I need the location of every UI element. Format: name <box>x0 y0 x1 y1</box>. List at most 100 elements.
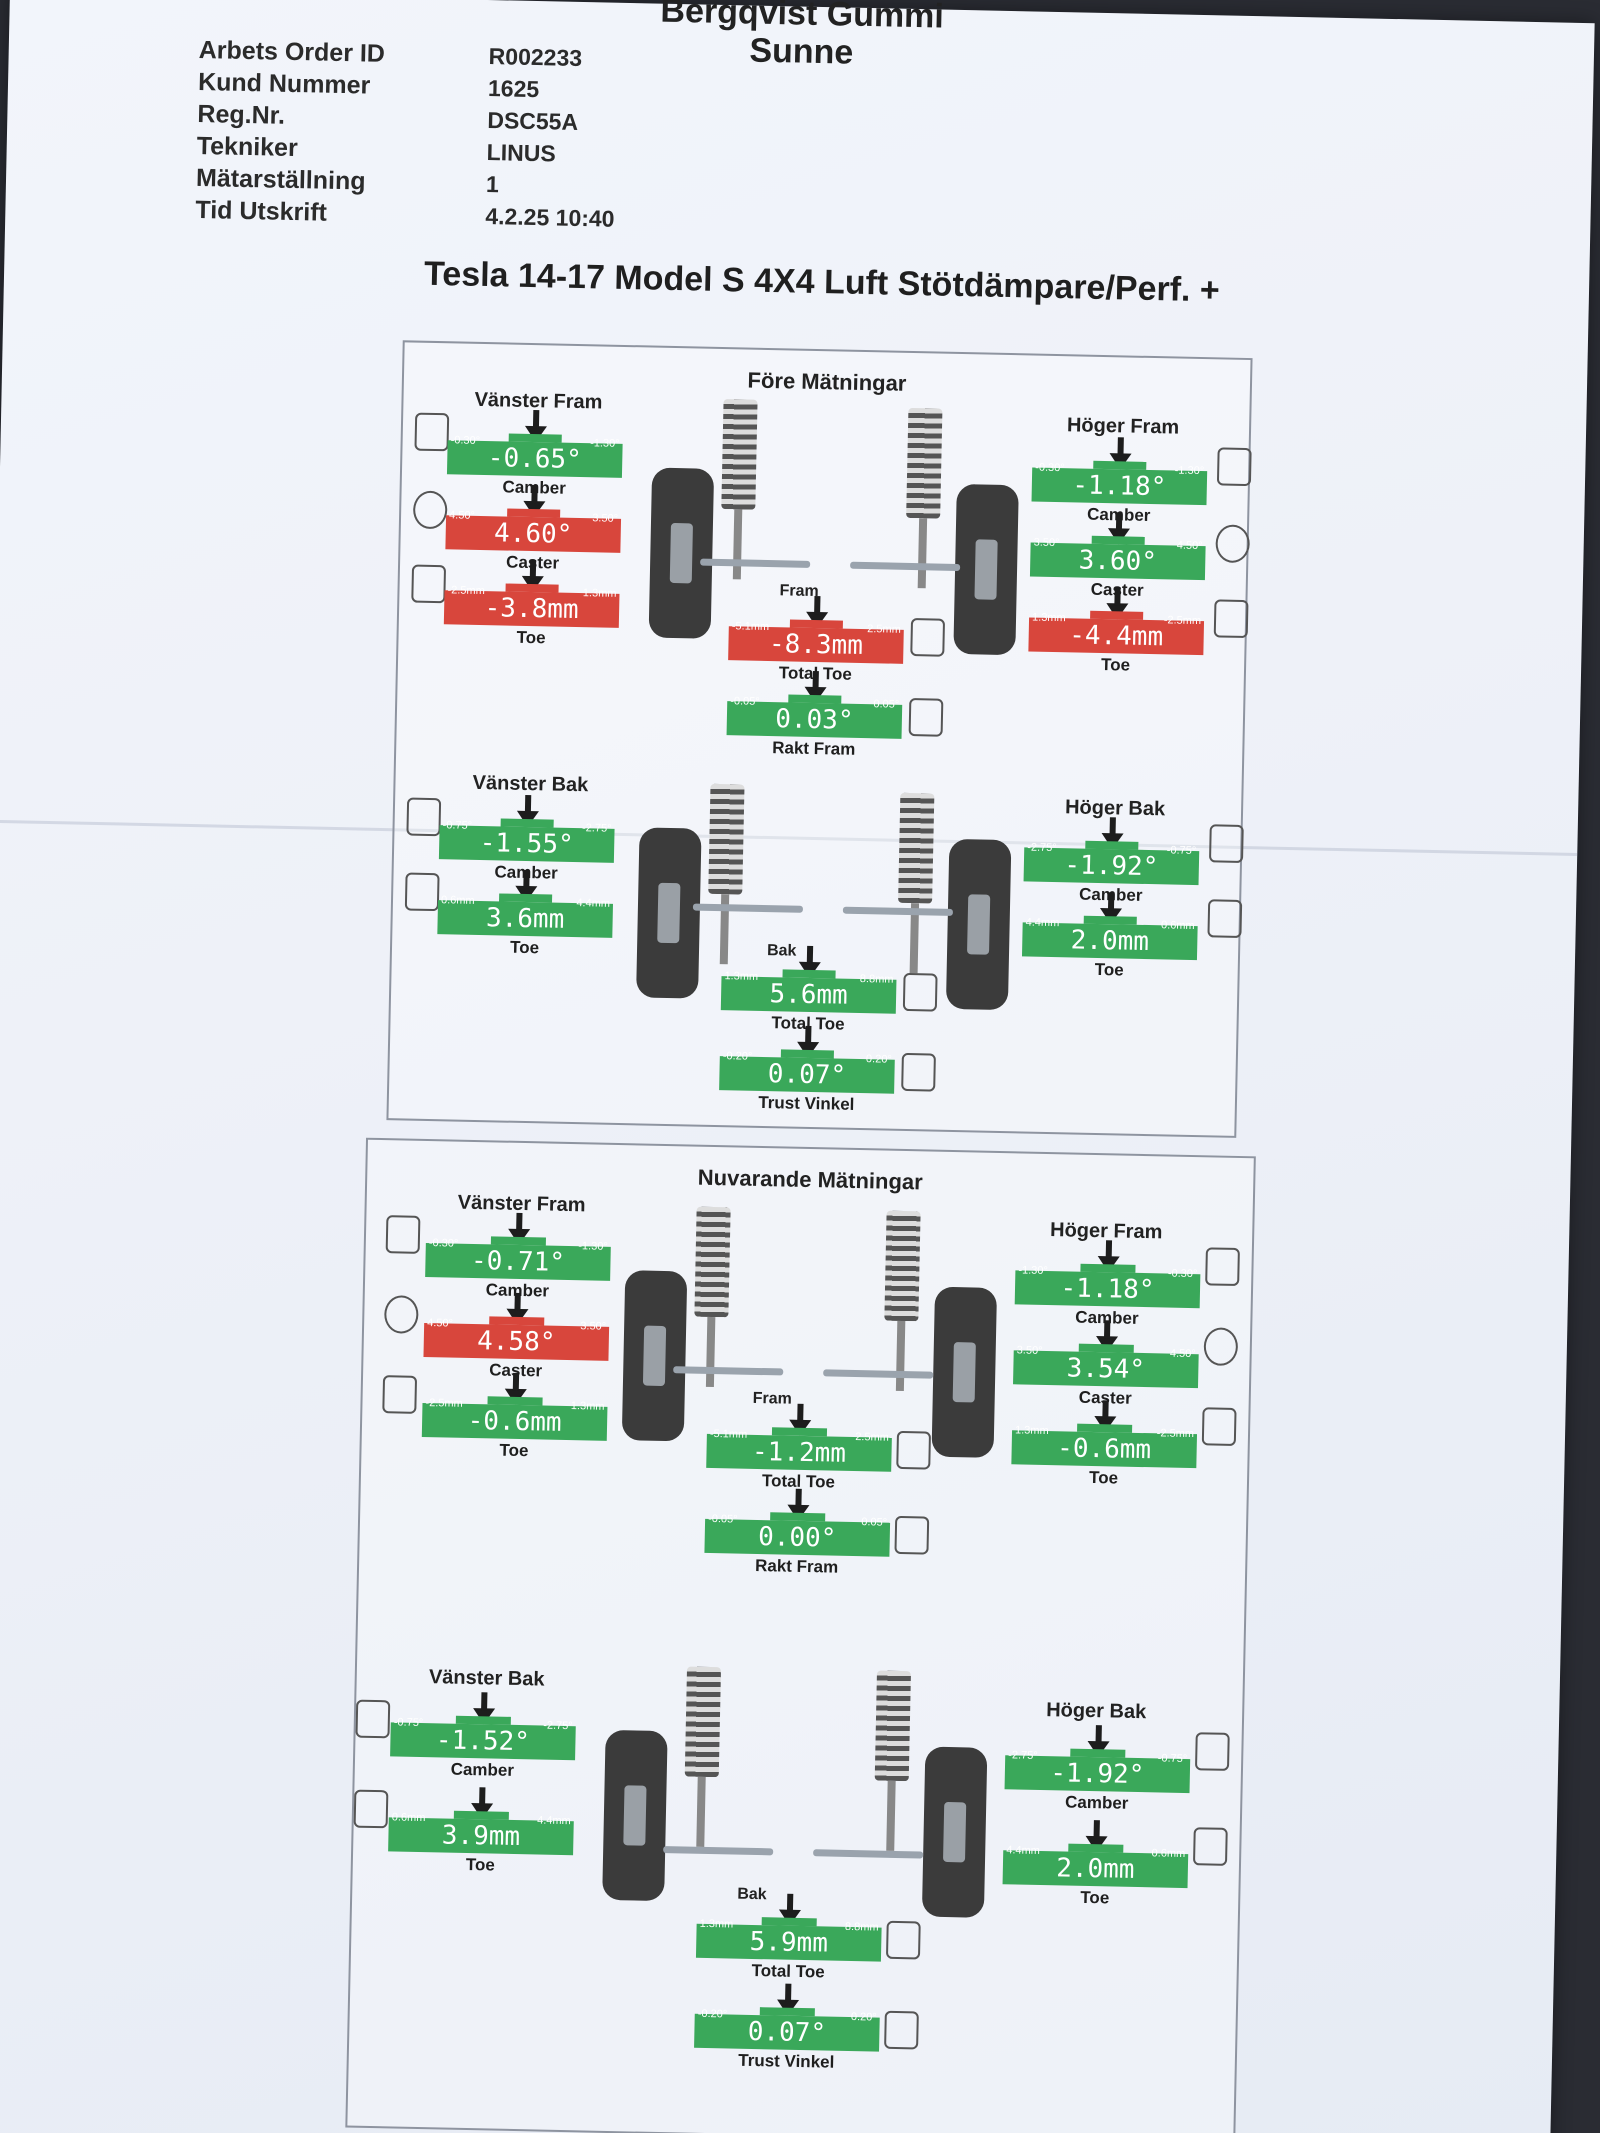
measured-value: 3.60° <box>1078 545 1158 578</box>
control-arm-illustration <box>692 903 803 913</box>
measured-value: -1.52° <box>435 1725 531 1758</box>
caster-wheel-icon <box>383 1295 419 1334</box>
rr-camber-gauge: -2.75°-0.75°-1.92°Camber <box>1004 1733 1191 1817</box>
measurement-label: Toe <box>465 1854 496 1875</box>
wheel-angle-icon <box>1205 1247 1240 1287</box>
tolerance-bar: 3.50°4.50°3.54° <box>1013 1343 1199 1389</box>
rear-label-label: Bak <box>737 1885 767 1904</box>
wheel-illustration <box>921 1746 988 1918</box>
measurement-label: Toe <box>516 627 546 648</box>
measured-value: -0.6mm <box>1056 1433 1152 1466</box>
control-arm-illustration <box>850 561 961 572</box>
measured-value: 2.0mm <box>1055 1853 1135 1885</box>
measured-value: 4.58° <box>476 1326 556 1358</box>
tolerance-bar: 1.3mm-2.5mm-4.4mm <box>1028 610 1205 656</box>
strut-rod-illustration <box>895 1320 906 1392</box>
strut-rod-illustration <box>917 518 928 589</box>
hoger-bak-label: Höger Bak <box>1045 1699 1147 1724</box>
wheel-angle-icon <box>355 1699 391 1739</box>
wheel-angle-icon <box>1192 1827 1228 1866</box>
wheel-illustration <box>648 467 715 639</box>
measurement-label: Toe <box>1100 655 1131 675</box>
wheel-angle-icon <box>902 972 938 1012</box>
measured-value: -0.6mm <box>467 1405 562 1438</box>
tolerance-bar: 1.3mm-2.5mm-0.6mm <box>1011 1423 1198 1469</box>
wheel-angle-icon <box>414 412 450 452</box>
wheel-angle-icon <box>1207 899 1243 938</box>
wheel-illustration <box>621 1270 688 1442</box>
tolerance-bar: 4.50°3.50°4.60° <box>445 508 622 553</box>
wheel-angle-icon <box>884 2010 919 2050</box>
wheel-angle-icon <box>406 797 442 837</box>
coil-spring-illustration <box>884 1210 921 1322</box>
reg-number-label: Reg.Nr. <box>197 99 286 130</box>
caster-wheel-icon <box>1203 1327 1239 1367</box>
order-info: Arbets Order ID R002233 Kund Nummer 1625… <box>195 34 618 235</box>
tolerance-bar: -0.30°-1.30°-0.71° <box>425 1236 611 1281</box>
wheel-illustration <box>945 838 1012 1011</box>
tolerance-bar: -0.75°-2.75°-1.52° <box>390 1715 576 1761</box>
wheel-angle-icon <box>1213 599 1249 639</box>
tolerance-bar: -2.75°-0.75°-1.92° <box>1004 1748 1191 1794</box>
tolerance-bar: -2.75°-0.75°-1.92° <box>1023 840 1200 886</box>
measurement-label: Trust Vinkel <box>738 2050 835 2072</box>
tolerance-bar: -0.05°0.05°0.00° <box>704 1512 891 1557</box>
tolerance-bar: 3.50°4.50°3.60° <box>1029 535 1206 581</box>
wheel-angle-icon <box>1216 447 1252 487</box>
wheel-angle-icon <box>885 1920 921 1960</box>
vanster-bak-label: Vänster Bak <box>428 1666 545 1691</box>
measured-value: 5.6mm <box>769 979 849 1011</box>
vehicle-title: Tesla 14-17 Model S 4X4 Luft Stötdämpare… <box>423 254 1221 310</box>
front-label-label: Fram <box>752 1389 792 1408</box>
measured-value: -3.8mm <box>484 593 579 626</box>
wheel-angle-icon <box>382 1375 418 1414</box>
measured-value: -1.18° <box>1072 470 1167 503</box>
measured-value: 0.07° <box>747 2016 827 2049</box>
rakt-fram-gauge: -0.05°0.05°0.03°Rakt Fram <box>726 679 903 763</box>
wheel-angle-icon <box>910 618 946 657</box>
customer-number-label: Kund Nummer <box>197 67 371 100</box>
measured-value: 2.0mm <box>1070 925 1150 958</box>
measured-value: 4.60° <box>493 518 573 550</box>
tolerance-bar: -1.30°-0.30°-1.18° <box>1014 1263 1201 1309</box>
order-id-label: Arbets Order ID <box>198 35 386 68</box>
measured-value: -0.71° <box>470 1245 566 1278</box>
coil-spring-illustration <box>874 1670 911 1782</box>
print-time-value: 4.2.25 10:40 <box>485 202 615 232</box>
measurement-label: Toe <box>1088 1467 1119 1488</box>
control-arm-illustration <box>673 1366 784 1376</box>
odometer-label: Mätarställning <box>195 163 366 195</box>
lr-camber-gauge: -0.75°-2.75°-1.52°Camber <box>390 1700 577 1784</box>
coil-spring-illustration <box>684 1666 722 1778</box>
control-arm-illustration <box>823 1369 934 1379</box>
wheel-angle-icon <box>1208 824 1244 864</box>
measured-value: -8.3mm <box>768 629 864 662</box>
measured-value: 5.9mm <box>749 1926 829 1959</box>
tolerance-bar: -0.30°-1.30°-0.65° <box>446 433 623 478</box>
measurement-label: Toe <box>1094 959 1124 980</box>
wheel-angle-icon <box>353 1789 389 1829</box>
wheel-illustration <box>602 1729 668 1902</box>
measured-value: 3.6mm <box>485 903 565 935</box>
measured-value: -1.2mm <box>751 1436 847 1469</box>
control-arm-illustration <box>842 906 953 916</box>
reg-number-value: DSC55A <box>487 106 579 135</box>
tolerance-bar: 4.50°3.50°4.58° <box>423 1316 610 1361</box>
measurement-label: Camber <box>450 1759 515 1780</box>
hoger-fram-label: Höger Fram <box>1066 414 1180 439</box>
caster-wheel-icon <box>412 490 448 530</box>
measured-value: -4.4mm <box>1068 620 1164 653</box>
trust-gauge: -0.20°0.20°0.07°Trust Vinkel <box>694 1992 881 2076</box>
